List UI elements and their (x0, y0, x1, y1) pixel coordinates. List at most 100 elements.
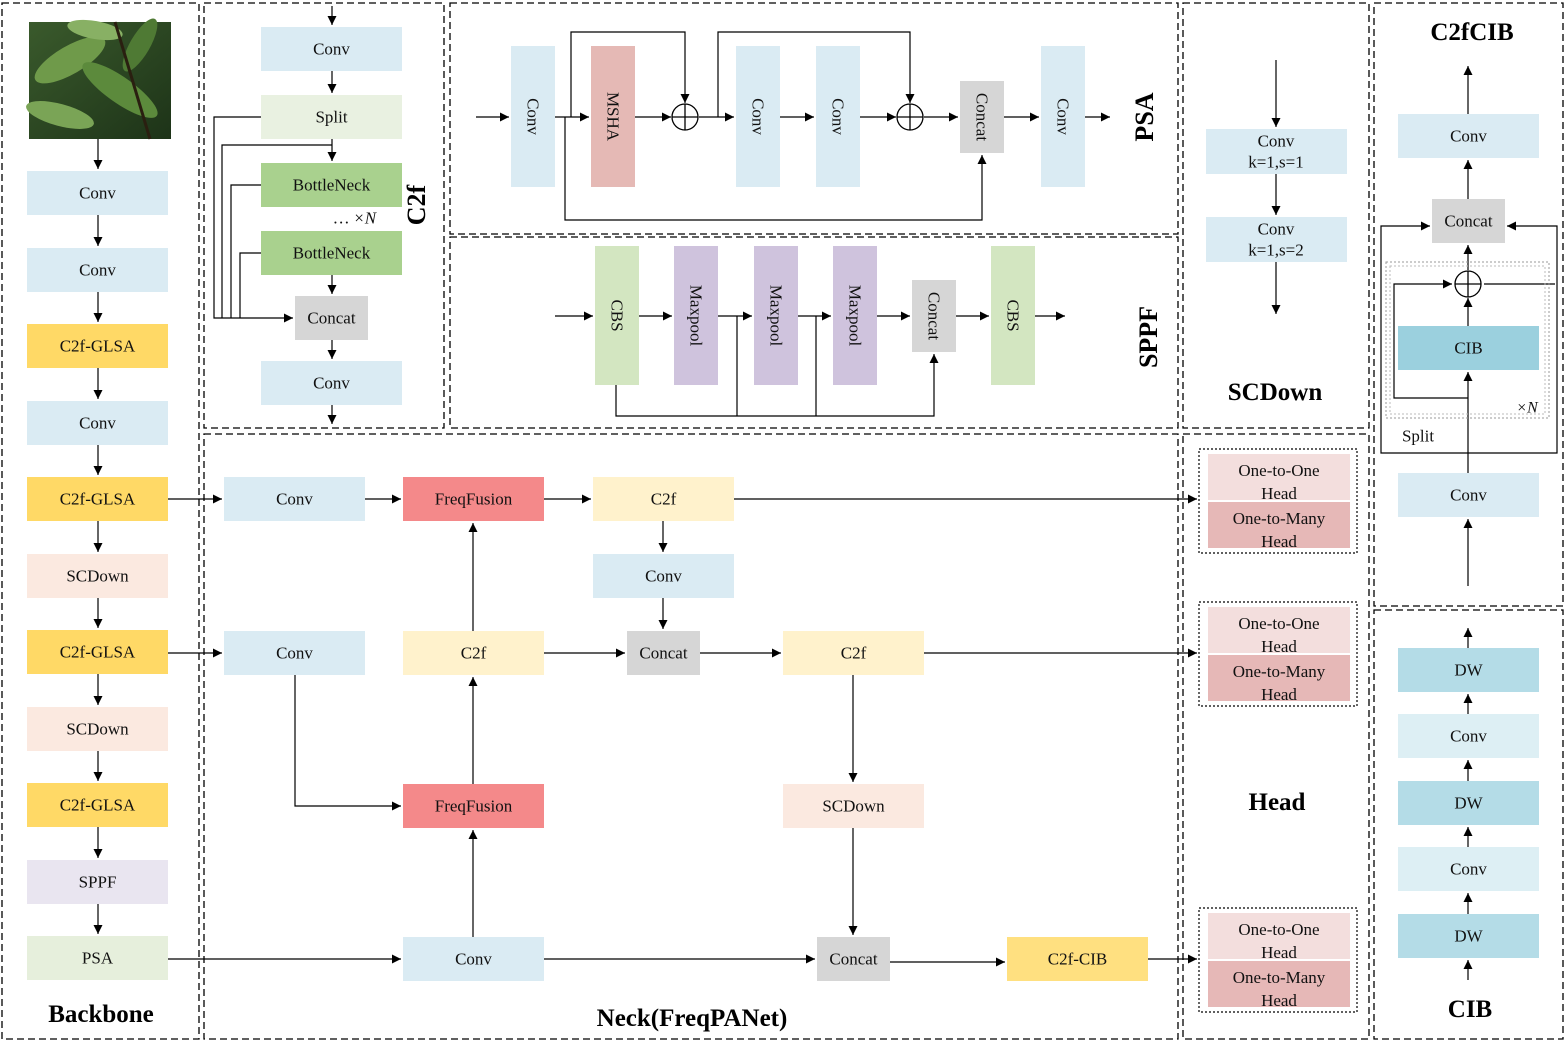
connector (615, 354, 939, 417)
backbone-block-1-label: Conv (79, 261, 116, 280)
leaf-photo (26, 18, 171, 140)
psa-conv-2: Conv (736, 46, 780, 187)
backbone-block-1: Conv (27, 248, 168, 292)
scdown-panel (1182, 2, 1370, 429)
sppf-cbs-1: CBS (595, 246, 639, 385)
backbone-block-5-label: SCDown (66, 567, 129, 586)
sppf-maxpool-1-label: Maxpool (687, 285, 706, 347)
sppf-cbs-2-label: CBS (1004, 299, 1023, 331)
c2f-concat: Concat (295, 296, 368, 340)
cib-block-4-label: DW (1454, 927, 1483, 946)
cib-block-0: DW (1398, 648, 1539, 692)
backbone-block-3: Conv (27, 401, 168, 445)
psa-conv-1-label: Conv (524, 98, 543, 135)
c2fcib-conv-out-label: Conv (1450, 127, 1487, 146)
neck-freqfusion-bottom-label: FreqFusion (435, 797, 513, 816)
psa-concat-label: Concat (973, 93, 992, 141)
cib-block-1-label: Conv (1450, 727, 1487, 746)
psa-panel (449, 2, 1179, 235)
cib-panel (1373, 609, 1564, 1040)
cib-block-4: DW (1398, 914, 1539, 958)
c2f-conv-in: Conv (261, 27, 402, 71)
backbone-block-10-label: PSA (82, 949, 114, 968)
cib-block-2-label: DW (1454, 794, 1483, 813)
c2f-bottleneck-1: BottleNeck (261, 163, 402, 207)
backbone-block-8-label: C2f-GLSA (60, 796, 136, 815)
neck-conv-p3: Conv (403, 937, 544, 981)
c2fcib-conv-in: Conv (1398, 473, 1539, 517)
c2fcib-conv-out: Conv (1398, 114, 1539, 158)
connector (570, 31, 690, 117)
sppf-maxpool-2-label: Maxpool (767, 285, 786, 347)
cib-block-3-label: Conv (1450, 860, 1487, 879)
backbone-title: Backbone (48, 1001, 154, 1028)
c2f-bottleneck-2-label: BottleNeck (293, 244, 371, 263)
sppf-concat-label: Concat (925, 292, 944, 340)
backbone-block-0-label: Conv (79, 184, 116, 203)
neck-freqfusion-top-label: FreqFusion (435, 490, 513, 509)
c2fcib-repeat-label: ×N (1516, 400, 1539, 417)
backbone-panel (1, 2, 200, 1040)
head-title: Head (1249, 789, 1306, 816)
cib-title: CIB (1448, 996, 1492, 1023)
c2fcib-add-icon (1454, 270, 1482, 298)
cib-block-2: DW (1398, 781, 1539, 825)
neck-c2f-top-label: C2f (651, 490, 677, 509)
connector (1380, 221, 1468, 454)
c2f-conv-in-label: Conv (313, 40, 350, 59)
psa-conv-3: Conv (816, 46, 860, 187)
c2f-split-label: Split (315, 108, 347, 127)
neck-concat-mid: Concat (627, 631, 700, 675)
psa-msha: MSHA (591, 46, 635, 187)
backbone-block-2-label: C2f-GLSA (60, 337, 136, 356)
neck-conv-p4: Conv (224, 631, 365, 675)
blocks: ConvConvC2f-GLSAConvC2f-GLSASCDownC2f-GL… (27, 27, 1539, 1013)
c2f-conv-out: Conv (261, 361, 402, 405)
cib-block-0-label: DW (1454, 661, 1483, 680)
c2fcib-repeat-box (1385, 261, 1550, 419)
backbone-block-7-label: SCDown (66, 720, 129, 739)
c2f-title: C2f (402, 184, 431, 225)
c2f-conv-out-label: Conv (313, 374, 350, 393)
neck-scdown: SCDown (783, 784, 924, 828)
neck-c2f-mid-right-label: C2f (841, 644, 867, 663)
c2f-bottleneck-1-label: BottleNeck (293, 176, 371, 195)
psa-title: PSA (1130, 92, 1159, 141)
c2fcib-concat-label: Concat (1444, 212, 1492, 231)
psa-conv-4: Conv (1041, 46, 1085, 187)
sppf-concat: Concat (912, 280, 956, 352)
sppf-cbs-1-label: CBS (608, 299, 627, 331)
connector (564, 117, 987, 221)
neck-conv-p4-label: Conv (276, 644, 313, 663)
backbone-block-4: C2f-GLSA (27, 477, 168, 521)
psa-add-1-icon (671, 103, 699, 131)
backbone-block-9: SPPF (27, 860, 168, 904)
neck-conv-down-1-label: Conv (645, 567, 682, 586)
sppf-maxpool-3-label: Maxpool (846, 285, 865, 347)
c2f-concat-label: Concat (307, 309, 355, 328)
c2f-split: Split (261, 95, 402, 139)
head-panel (1182, 433, 1370, 1040)
neck-c2f-mid-right: C2f (783, 631, 924, 675)
neck-scdown-label: SCDown (822, 797, 885, 816)
connector (294, 675, 401, 811)
connectors (93, 6, 1558, 980)
psa-conv-2-label: Conv (749, 98, 768, 135)
scdown-title: SCDown (1228, 379, 1323, 406)
neck-panel (203, 433, 1179, 1040)
backbone-block-7: SCDown (27, 707, 168, 751)
scdown-conv-1-line2: k=1,s=1 (1248, 153, 1304, 172)
neck-freqfusion-top: FreqFusion (403, 477, 544, 521)
c2fcib-conv-in-label: Conv (1450, 486, 1487, 505)
neck-c2f-mid-left-label: C2f (461, 644, 487, 663)
backbone-block-6: C2f-GLSA (27, 630, 168, 674)
neck-freqfusion-bottom: FreqFusion (403, 784, 544, 828)
